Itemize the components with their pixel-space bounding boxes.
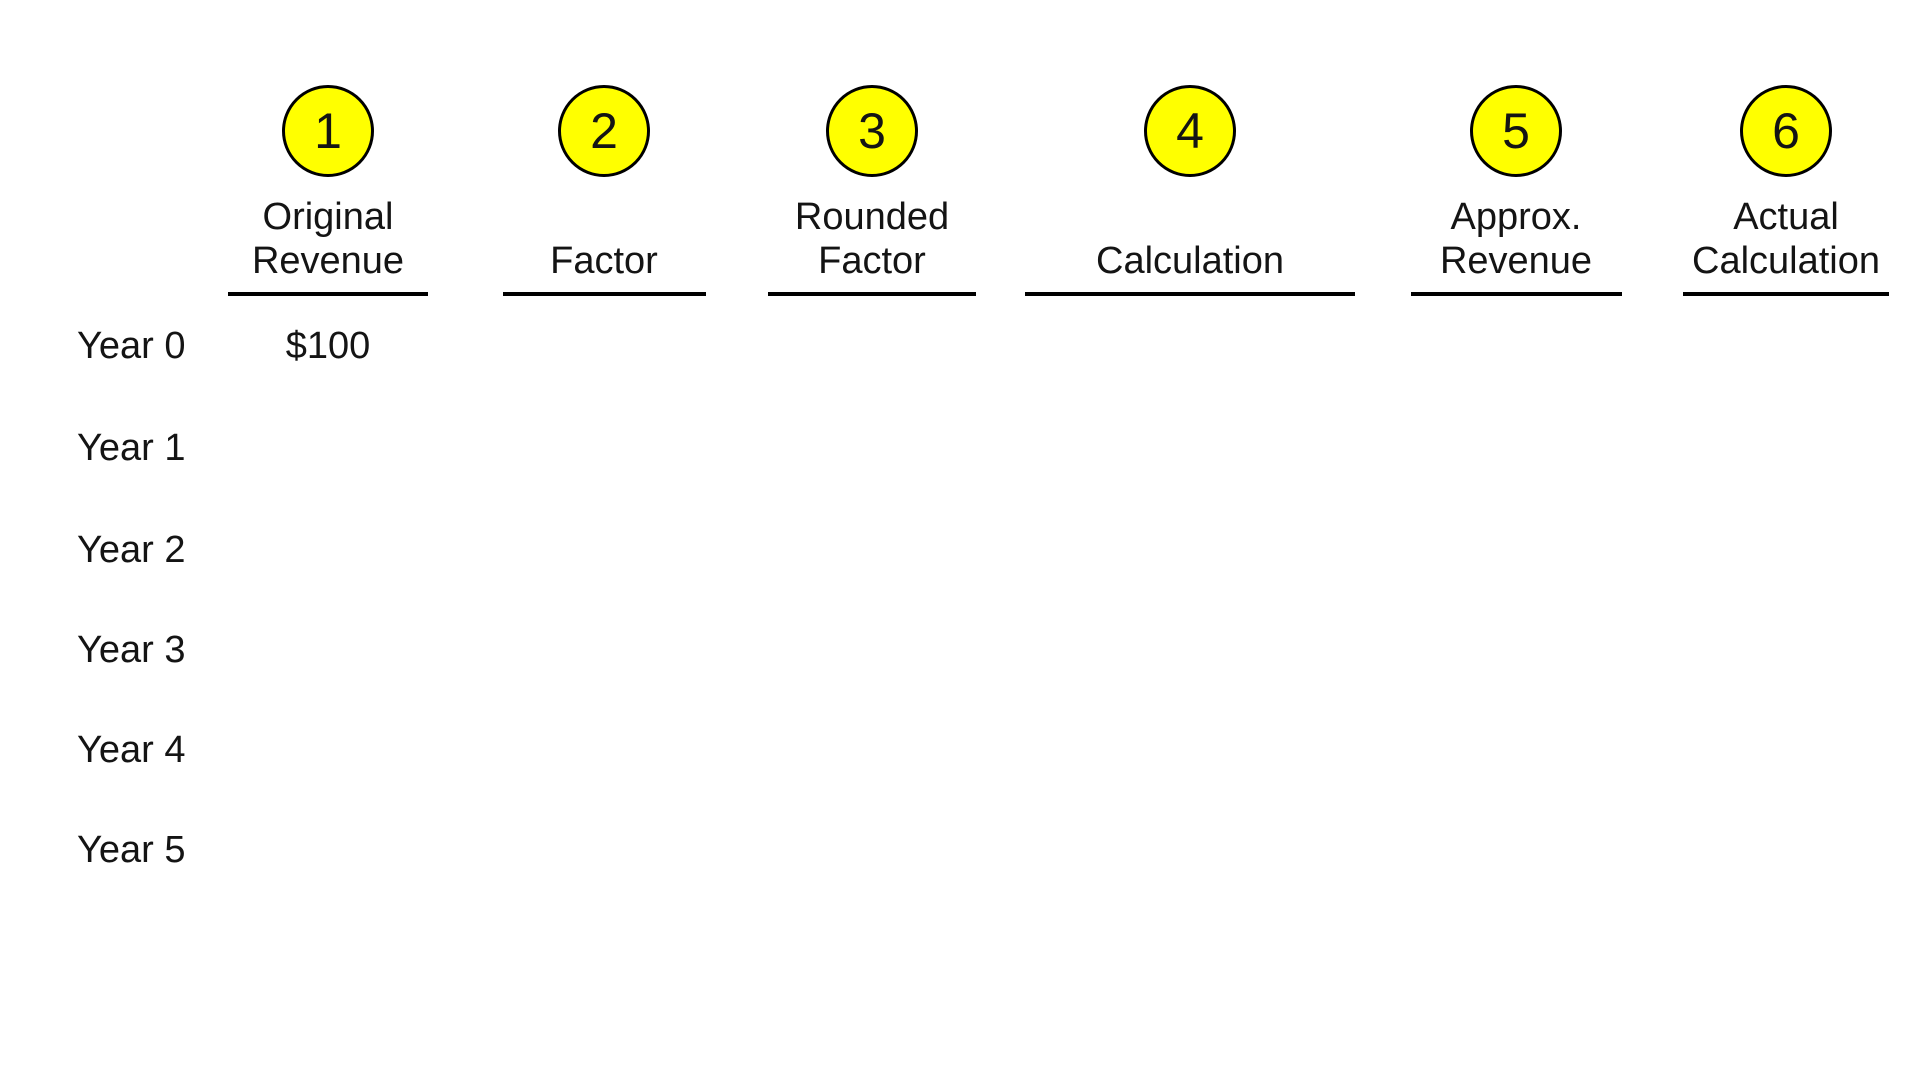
step-badge-5: 5 bbox=[1470, 85, 1562, 177]
step-badge-1: 1 bbox=[282, 85, 374, 177]
step-badge-6: 6 bbox=[1740, 85, 1832, 177]
header-underline bbox=[502, 292, 706, 296]
header-underline bbox=[768, 292, 976, 296]
step-number-6: 6 bbox=[1772, 103, 1800, 159]
row-label-year-2: Year 2 bbox=[77, 529, 186, 571]
cell-year0-original-revenue: $100 bbox=[285, 325, 371, 367]
column-actual-calculation: 6 Actual Calculation bbox=[1661, 85, 1911, 296]
column-header-rounded-factor: Rounded Factor bbox=[794, 196, 950, 282]
step-badge-2: 2 bbox=[558, 85, 650, 177]
column-header-approx-revenue: Approx. Revenue bbox=[1439, 196, 1593, 282]
step-badge-3: 3 bbox=[826, 85, 918, 177]
column-factor: 2 Factor bbox=[479, 85, 729, 296]
row-label-year-4: Year 4 bbox=[77, 729, 186, 771]
column-header-calculation: Calculation bbox=[1096, 240, 1284, 282]
header-underline bbox=[1410, 292, 1622, 296]
column-header-actual-calculation: Actual Calculation bbox=[1692, 196, 1880, 282]
header-underline bbox=[228, 292, 428, 296]
row-label-year-3: Year 3 bbox=[77, 629, 186, 671]
column-header-factor: Factor bbox=[550, 240, 658, 282]
column-calculation: 4 Calculation bbox=[1020, 85, 1360, 296]
step-number-4: 4 bbox=[1176, 103, 1204, 159]
column-approx-revenue: 5 Approx. Revenue bbox=[1391, 85, 1641, 296]
header-underline bbox=[1025, 292, 1355, 296]
step-badge-4: 4 bbox=[1144, 85, 1236, 177]
row-label-year-5: Year 5 bbox=[77, 829, 186, 871]
row-label-year-0: Year 0 bbox=[77, 325, 186, 367]
step-number-5: 5 bbox=[1502, 103, 1530, 159]
column-rounded-factor: 3 Rounded Factor bbox=[747, 85, 997, 296]
step-number-2: 2 bbox=[590, 103, 618, 159]
step-number-1: 1 bbox=[314, 103, 342, 159]
header-underline bbox=[1683, 292, 1889, 296]
column-original-revenue: 1 Original Revenue bbox=[203, 85, 453, 296]
step-number-3: 3 bbox=[858, 103, 886, 159]
row-label-year-1: Year 1 bbox=[77, 427, 186, 469]
column-header-original-revenue: Original Revenue bbox=[251, 196, 405, 282]
